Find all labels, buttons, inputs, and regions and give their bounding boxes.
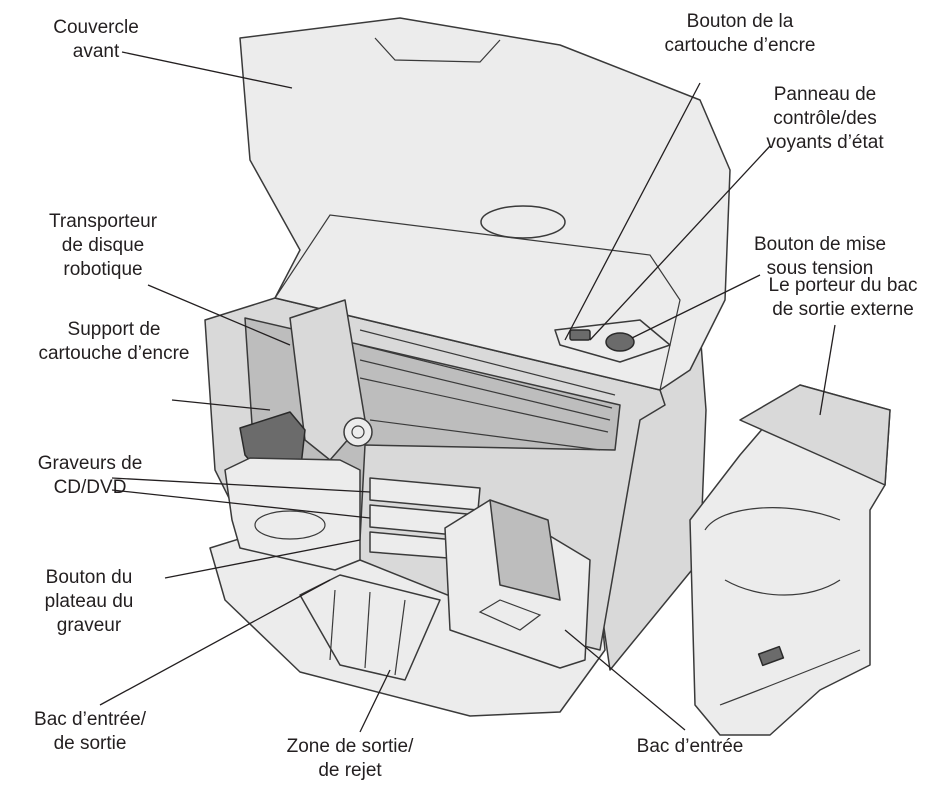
leader-lines [99,51,836,733]
leader-control-panel [589,145,771,341]
ink-cartridge-button-shape [569,329,591,341]
external-bin-top [739,384,891,486]
leader-ink-cartridge-holder [171,399,271,411]
leader-front-cover [121,51,293,89]
label-input-bin: Bac d’entrée [636,736,744,757]
label-ink-cartridge-button: Bouton de la cartouche d’encre [664,11,816,56]
leader-robotic-transporter [147,284,291,346]
leader-output-reject [359,669,391,733]
leader-input-bin [564,629,686,731]
label-control-panel: Panneau de contrôle/des voyants d’état [766,84,884,153]
leader-input-output-bin [99,579,331,706]
label-recorder-tray-button: Bouton du plateau du graveur [44,567,134,636]
power-button-shape [605,332,635,352]
label-output-reject-area: Zone de sortie/ de rejet [286,736,414,781]
lid-handle [374,37,501,63]
label-power-button: Bouton de mise sous tension [753,234,887,279]
label-cd-dvd-recorders: Graveurs de CD/DVD [37,453,143,498]
input-bin-back [489,499,561,601]
transporter-wheel [343,417,373,447]
front-cover-shape [239,17,731,391]
label-robotic-transporter: Transporteur de disque robotique [48,211,158,280]
cavity-rails [359,329,616,451]
label-input-output-bin: Bac d’entrée/ de sortie [34,709,146,754]
label-external-bin-holder: Le porteur du bac de sortie externe [768,275,918,320]
leader-ink-cartridge-button [564,82,701,341]
label-front-cover: Couvercle avant [53,17,139,62]
lid-inner-fold [274,214,681,391]
leader-power-button [631,274,761,339]
leader-recorders-2 [111,489,371,519]
label-ink-cartridge-holder: Support de cartouche d’encre [38,319,190,364]
lid-oval [480,205,566,239]
leader-tray-button [164,539,361,579]
leader-external-bin-holder [819,324,836,416]
leader-recorders-1 [111,477,371,493]
